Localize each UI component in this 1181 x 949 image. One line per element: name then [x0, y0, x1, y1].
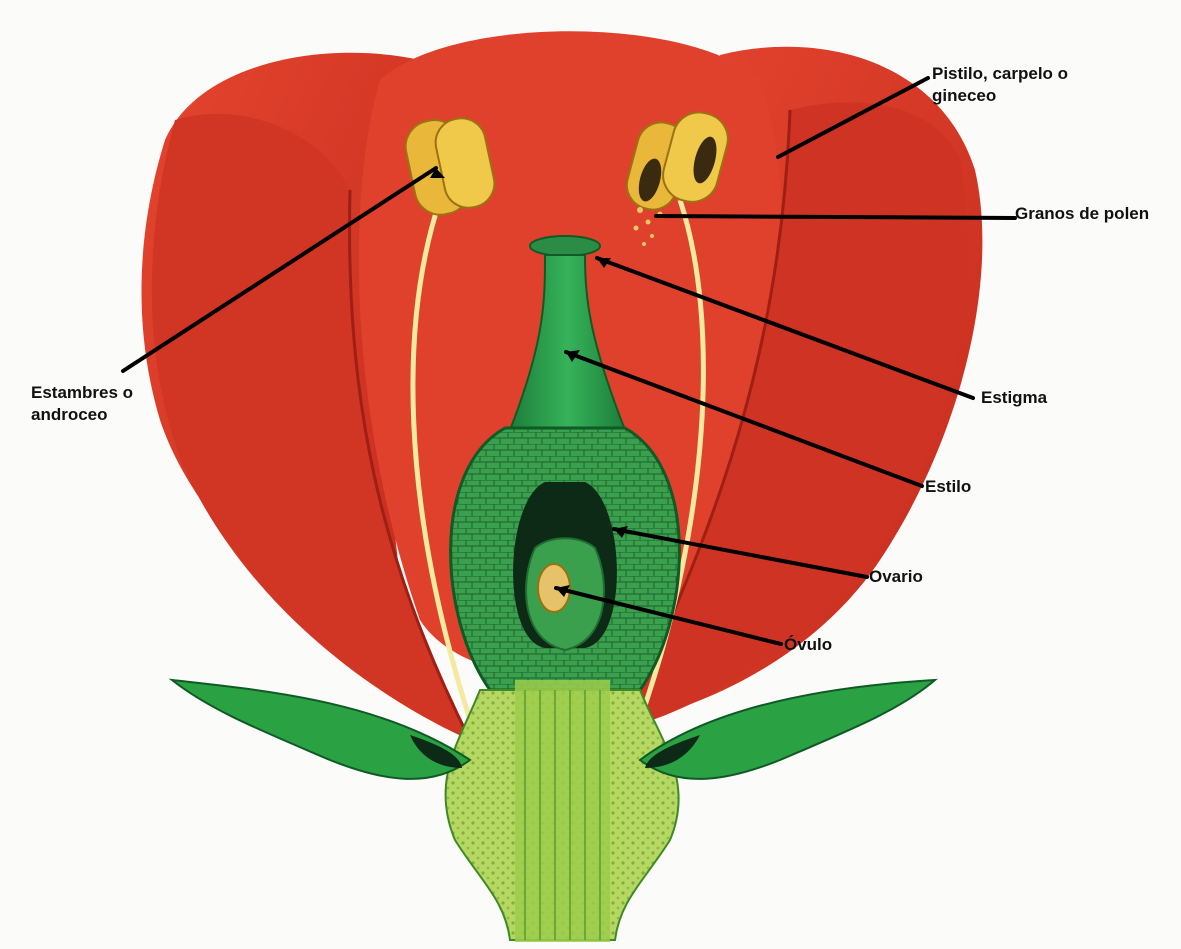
label-pistilo-line2: gineceo: [932, 85, 1068, 107]
label-ovulo: Óvulo: [784, 634, 832, 656]
label-pistilo: Pistilo, carpelo o gineceo: [932, 63, 1068, 107]
label-estambres: Estambres o androceo: [31, 382, 133, 426]
label-ovario: Ovario: [869, 566, 923, 588]
label-estambres-line2: androceo: [31, 404, 133, 426]
label-estilo: Estilo: [925, 476, 971, 498]
leader-granos: [656, 216, 1015, 218]
label-estigma: Estigma: [981, 387, 1047, 409]
label-pistilo-line1: Pistilo, carpelo o: [932, 63, 1068, 85]
label-granos-de-polen: Granos de polen: [1015, 203, 1149, 225]
label-estambres-line1: Estambres o: [31, 382, 133, 404]
stem: [515, 680, 610, 942]
